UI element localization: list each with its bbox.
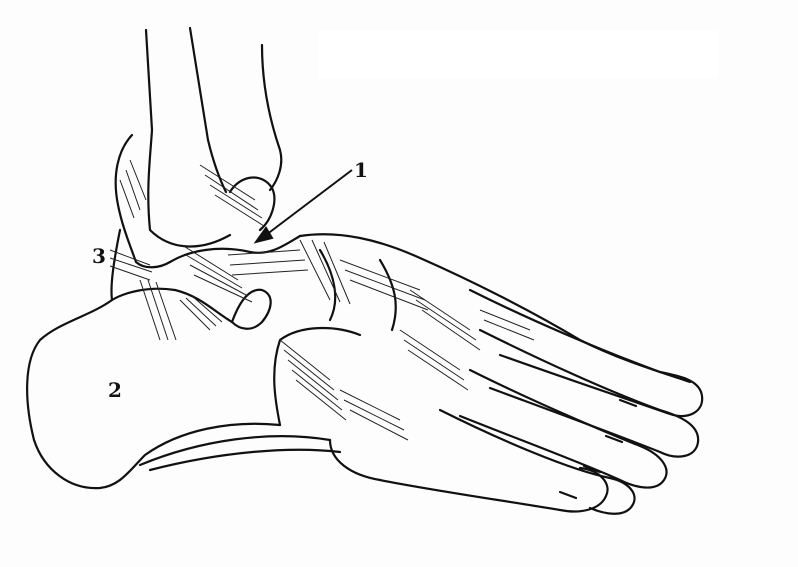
label-3: 3: [92, 246, 106, 266]
label-1: 1: [354, 160, 368, 180]
pointer-arrow: [256, 170, 352, 242]
fibula-back: [230, 177, 274, 230]
tibia-bone: [146, 30, 230, 246]
fifth-metatarsal: [330, 440, 608, 511]
plantar-fascia-lower: [150, 450, 340, 470]
tibia-front: [190, 28, 226, 192]
calcaneus-top: [112, 289, 232, 322]
fibula-bone: [262, 45, 281, 190]
dorsum-contour: [300, 234, 690, 382]
label-2: 2: [108, 380, 122, 400]
achilles-region: [111, 230, 120, 300]
metatarsal-1: [470, 290, 702, 416]
talus: [170, 236, 300, 262]
ligament-hatching: [110, 160, 534, 440]
posterior-ankle: [116, 135, 170, 267]
